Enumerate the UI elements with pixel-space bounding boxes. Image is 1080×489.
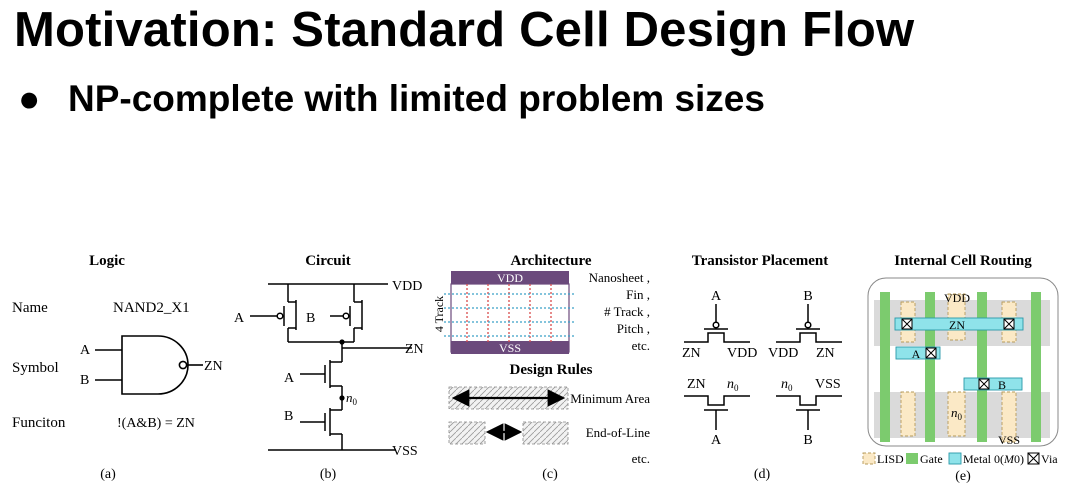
- placement-heading: Transistor Placement: [692, 253, 829, 269]
- eol-shape-right: [522, 421, 569, 445]
- routing-a: A: [912, 347, 921, 361]
- caption-d: (d): [754, 467, 771, 482]
- legend-gate: Gate: [920, 452, 943, 466]
- circuit-input-b-bottom: B: [284, 409, 293, 424]
- routing-vdd: VDD: [944, 291, 970, 305]
- logic-input-a: A: [80, 343, 91, 358]
- architecture-track-label: 4 Track: [432, 296, 446, 332]
- circuit-vdd: VDD: [392, 279, 422, 294]
- placement-tl-left: ZN: [682, 346, 701, 361]
- logic-panel: Logic Name NAND2_X1 Symbol A B ZN Funcit…: [12, 253, 223, 482]
- routing-vss: VSS: [998, 433, 1020, 447]
- architecture-panel: Architecture VDD VSS 4 Track Nanosheet ,…: [432, 253, 650, 482]
- routing-legend: LISD Gate Metal 0(M0) Via: [862, 452, 1058, 466]
- caption-e: (e): [955, 469, 971, 484]
- eol-shape-left: [448, 421, 486, 445]
- legend-metal: Metal 0(M0): [963, 452, 1024, 466]
- circuit-n0: n0: [346, 390, 358, 407]
- placement-gate-a-bottom: A: [711, 433, 722, 448]
- legend-lisd-swatch: [862, 452, 876, 465]
- legend-via-cross-icon: [1027, 452, 1040, 465]
- legend-gate-swatch: [906, 453, 918, 464]
- circuit-heading: Circuit: [305, 253, 351, 269]
- bullet-point: ● NP-complete with limited problem sizes: [18, 78, 765, 120]
- logic-function-label: Funciton: [12, 415, 66, 431]
- placement-bl-right: n0: [727, 377, 739, 393]
- legend-lisd: LISD: [877, 452, 904, 466]
- architecture-grid: [444, 284, 576, 344]
- logic-name-value: NAND2_X1: [113, 300, 190, 316]
- circuit-panel: Circuit: [234, 253, 424, 482]
- rule-eol: End-of-Line: [586, 425, 650, 440]
- routing-panel: Internal Cell Routing: [862, 253, 1059, 484]
- circuit-zn: ZN: [405, 342, 424, 357]
- placement-tl-right: VDD: [727, 346, 757, 361]
- placement-br-right: VSS: [815, 377, 841, 392]
- bullet-dot-icon: ●: [18, 78, 41, 119]
- routing-gates: [880, 292, 1041, 442]
- placement-bl-left: ZN: [687, 377, 706, 392]
- placement-panel: Transistor Placement A B ZN VDD VDD ZN: [682, 253, 842, 482]
- logic-output-zn: ZN: [204, 359, 223, 374]
- architecture-vss: VSS: [499, 341, 521, 355]
- routing-b: B: [998, 378, 1006, 392]
- placement-gate-b-top: B: [803, 289, 812, 304]
- placement-gate-b-bottom: B: [803, 433, 812, 448]
- routing-zn: ZN: [949, 318, 965, 332]
- routing-n0: n0: [951, 405, 963, 422]
- circuit-input-a-bottom: A: [284, 371, 295, 386]
- caption-a: (a): [100, 467, 116, 482]
- placement-br-left: n0: [781, 377, 793, 393]
- logic-function-value: !(A&B) = ZN: [117, 416, 195, 431]
- routing-lisd: [900, 293, 1017, 443]
- logic-input-b: B: [80, 373, 89, 388]
- rule-etc: etc.: [632, 451, 650, 466]
- circuit-input-a-top: A: [234, 311, 245, 326]
- architecture-vdd: VDD: [497, 271, 523, 285]
- bullet-text: NP-complete with limited problem sizes: [68, 78, 765, 119]
- caption-c: (c): [542, 467, 558, 482]
- architecture-param-4: etc.: [632, 338, 650, 353]
- placement-symbols: [684, 304, 842, 430]
- routing-vias: [901, 318, 1015, 390]
- placement-tr-right: ZN: [816, 346, 835, 361]
- architecture-vdd-rail: [451, 271, 569, 284]
- logic-symbol-label: Symbol: [12, 360, 59, 376]
- nand-gate-symbol: [95, 335, 203, 395]
- architecture-param-1: Fin ,: [626, 287, 650, 302]
- legend-via: Via: [1041, 452, 1058, 466]
- architecture-vss-rail: [451, 341, 569, 354]
- legend-metal-swatch: [948, 452, 962, 465]
- logic-name-label: Name: [12, 300, 48, 316]
- routing-heading: Internal Cell Routing: [894, 253, 1032, 269]
- circuit-node-dot: [339, 339, 345, 345]
- architecture-param-0: Nanosheet ,: [589, 270, 650, 285]
- circuit-input-b-top: B: [306, 311, 315, 326]
- architecture-param-3: Pitch ,: [617, 321, 650, 336]
- circuit-node-n0-dot: [339, 395, 345, 401]
- logic-heading: Logic: [89, 253, 125, 269]
- rule-min-area: Minimum Area: [570, 391, 650, 406]
- placement-tr-left: VDD: [768, 346, 798, 361]
- architecture-heading: Architecture: [510, 253, 591, 269]
- caption-b: (b): [320, 467, 337, 482]
- transistor-schematic: [250, 283, 412, 451]
- circuit-vss: VSS: [392, 444, 418, 459]
- design-rules-heading: Design Rules: [510, 362, 593, 378]
- architecture-param-2: # Track ,: [604, 304, 650, 319]
- slide-title: Motivation: Standard Cell Design Flow: [14, 3, 915, 57]
- placement-gate-a-top: A: [711, 289, 722, 304]
